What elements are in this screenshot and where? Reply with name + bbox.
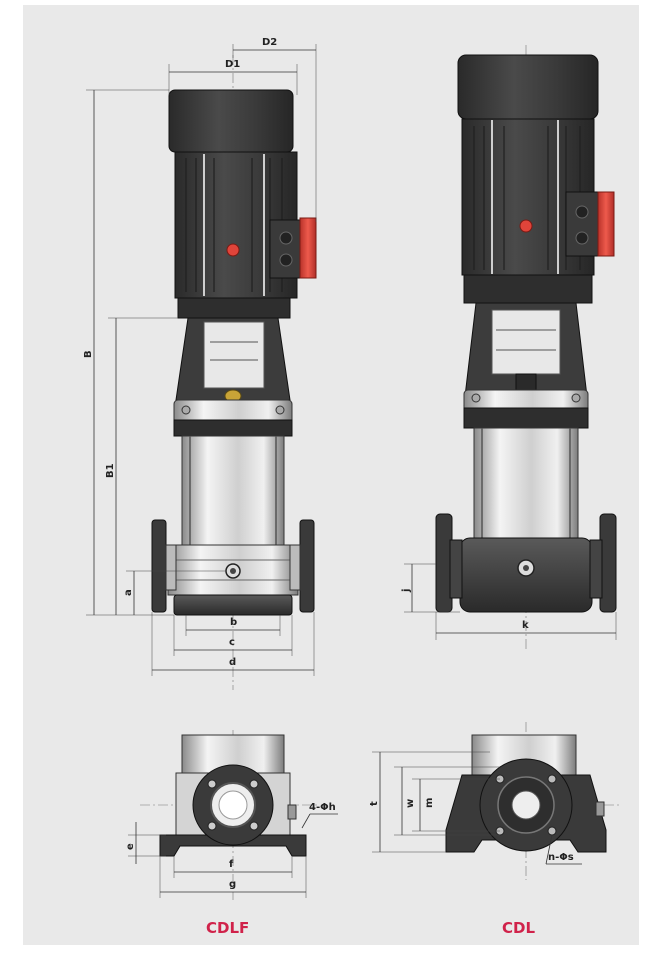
dim-label-t: t bbox=[369, 801, 380, 806]
cdlf-pump-front-view bbox=[151, 55, 317, 690]
caption-cdl: CDL bbox=[502, 919, 535, 937]
dim-label-4-h: 4-Φh bbox=[309, 802, 336, 813]
cdl-base-dimensions: t w m n-Φs bbox=[369, 751, 582, 865]
cdl-base-view bbox=[445, 722, 620, 880]
dim-label-d: d bbox=[229, 657, 236, 668]
cdlf-dimensions: D1 D2 B B1 a b c d bbox=[83, 37, 317, 676]
caption-cdlf: CDLF bbox=[206, 919, 249, 937]
dim-label-a: a bbox=[123, 589, 134, 596]
dim-label-B1: B1 bbox=[105, 463, 116, 478]
dim-label-e: e bbox=[125, 843, 136, 850]
cdl-dimensions: j k bbox=[401, 563, 617, 640]
terminal-box-cover bbox=[299, 217, 317, 279]
dim-label-k: k bbox=[522, 620, 529, 631]
dim-label-B: B bbox=[83, 350, 94, 358]
cdlf-base-view bbox=[140, 730, 320, 900]
dim-label-D2: D2 bbox=[262, 37, 277, 48]
dim-label-f: f bbox=[229, 859, 234, 870]
dim-label-m: m bbox=[424, 798, 435, 808]
dim-label-c: c bbox=[229, 637, 235, 648]
cdlf-base-dimensions: 4-Φh e f g bbox=[125, 802, 338, 898]
dim-label-g: g bbox=[229, 879, 236, 890]
brand-logo-icon bbox=[226, 243, 240, 257]
dim-label-D1: D1 bbox=[225, 59, 240, 70]
cdl-pump-front-view bbox=[435, 45, 617, 650]
dim-label-n-s: n-Φs bbox=[548, 852, 574, 863]
dim-label-b: b bbox=[230, 617, 237, 628]
dim-label-j: j bbox=[401, 589, 412, 593]
terminal-box-cover bbox=[597, 191, 615, 257]
brand-logo-icon bbox=[519, 219, 533, 233]
dim-label-w: w bbox=[405, 799, 416, 808]
